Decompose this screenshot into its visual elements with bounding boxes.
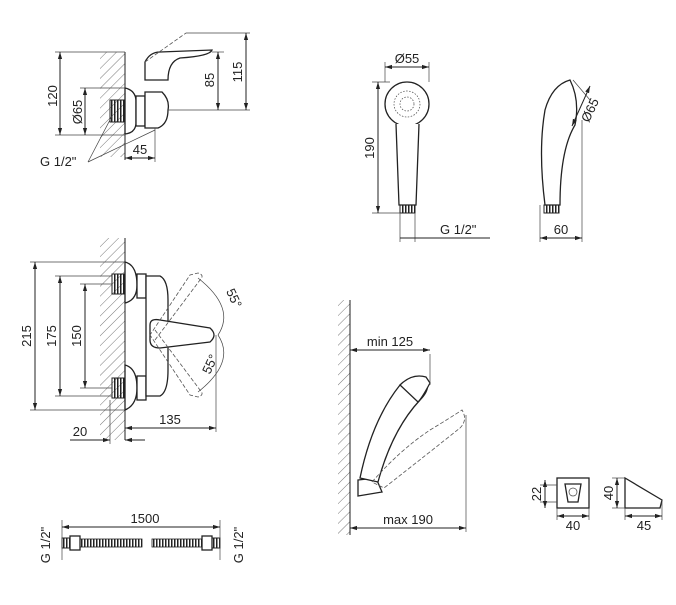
hose: 1500 G 1/2" G 1/2" xyxy=(38,511,246,563)
dim-1500: 1500 xyxy=(131,511,160,526)
mixer-side-view: 120 Ø65 85 115 45 G 1/2" xyxy=(40,32,250,169)
angle-up-55: 55° xyxy=(223,286,245,310)
thread-label: G 1/2" xyxy=(440,222,477,237)
hand-shower-front: Ø55 190 G 1/2" xyxy=(362,51,490,242)
thread-left-label: G 1/2" xyxy=(38,526,53,563)
thread-right-label: G 1/2" xyxy=(231,526,246,563)
mixer-front-view: 55° 55° 215 175 150 135 20 xyxy=(19,238,245,444)
angle-down-55: 55° xyxy=(199,352,221,376)
dim-135: 135 xyxy=(159,412,181,427)
thread-icon xyxy=(399,204,416,214)
dim-85: 85 xyxy=(202,73,217,87)
dim-diameter-65: Ø65 xyxy=(578,96,602,125)
dim-diameter-65: Ø65 xyxy=(70,100,85,125)
dim-40-side: 40 xyxy=(601,486,616,500)
holder-detail: 22 40 40 45 xyxy=(529,476,663,533)
thread-icon xyxy=(543,204,560,214)
shower-holder-wall-view: min 125 max 190 xyxy=(338,300,467,535)
hand-shower-side: Ø65 60 xyxy=(539,79,602,242)
dim-22: 22 xyxy=(529,487,544,501)
dim-45: 45 xyxy=(637,518,651,533)
dim-150: 150 xyxy=(69,325,84,347)
wall-hatch xyxy=(100,238,125,440)
dim-215: 215 xyxy=(19,325,34,347)
dim-40: 40 xyxy=(566,518,580,533)
dim-max-190: max 190 xyxy=(383,512,433,527)
dim-115: 115 xyxy=(230,62,245,83)
dim-120: 120 xyxy=(45,85,60,107)
dim-diameter-55: Ø55 xyxy=(395,51,420,66)
dim-60: 60 xyxy=(554,222,568,237)
thread-label: G 1/2" xyxy=(40,154,77,169)
dim-20: 20 xyxy=(73,424,87,439)
thread-icon xyxy=(109,99,125,123)
dim-190: 190 xyxy=(362,137,377,159)
dim-min-125: min 125 xyxy=(367,334,413,349)
dim-45: 45 xyxy=(133,142,147,157)
dim-175: 175 xyxy=(44,325,59,347)
wall-hatch xyxy=(338,300,350,535)
